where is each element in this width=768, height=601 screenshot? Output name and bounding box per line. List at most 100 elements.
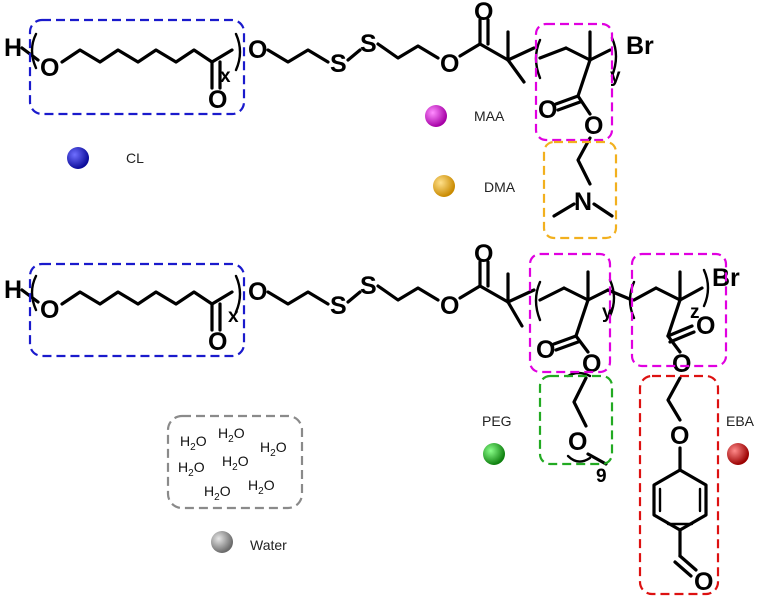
atom-o: O [474,0,493,26]
bond [576,94,592,116]
bond [606,288,634,302]
peg-box [538,374,614,466]
benzene-ring [652,468,708,532]
water-label: H2O [178,459,205,479]
bracket-close [608,278,616,318]
bond [673,560,693,578]
atom-h: H [4,276,22,304]
bond [576,58,592,98]
atom-br: Br [626,32,654,60]
cl-box [28,18,246,116]
water-label: H2O [222,453,249,473]
water-label: H2O [204,483,231,503]
bond [678,286,704,302]
atom-s: S [360,30,377,58]
bond [346,290,362,304]
methyl [506,58,526,84]
atom-o: O [670,422,689,450]
bond [678,554,698,572]
water-label: H2O [180,433,207,453]
bracket-close [566,454,592,463]
bond [654,286,682,302]
maa-box [534,22,614,142]
atom-o: O [208,86,227,114]
maa-box [528,252,612,374]
dma-box [542,140,618,240]
linker-chain [266,290,330,306]
bracket-open [30,32,38,70]
methyl [506,300,524,328]
bond [554,94,580,106]
legend: CL MAA DMA PEG EBA Water [67,105,755,553]
atom-o: O [694,568,713,596]
water-label: H2O [248,477,275,497]
linker-chain [376,284,440,302]
bond [478,284,510,304]
bond [632,286,658,302]
bond [346,48,362,62]
maa-sphere-icon [425,105,447,127]
legend-peg-label: PEG [482,413,512,429]
eba-sphere-icon [727,443,749,465]
bracket-open [534,280,542,322]
water-label: H2O [260,439,287,459]
legend-dma-label: DMA [484,179,516,195]
atom-o: O [248,36,267,64]
atom-o: O [538,96,557,124]
bond [210,48,234,64]
methyl [552,202,576,218]
bond [574,334,590,354]
bond [538,286,566,302]
bond [478,42,510,62]
cl-box [28,262,246,358]
bond [556,100,582,112]
bond [668,330,696,344]
linker-chain [266,48,330,64]
bond [586,288,610,302]
atom-o: O [40,54,59,82]
bond [586,452,608,466]
atom-s: S [360,272,377,300]
peg-sphere-icon [483,443,505,465]
top-polymer: H O O x O S S O O [4,0,654,218]
bond [562,286,590,302]
methyl [592,202,614,218]
cl-chain [60,48,214,64]
bracket-close [234,32,242,72]
bond [574,298,590,338]
dma-chain [576,136,592,186]
peg-chain [572,376,588,428]
bond [506,46,536,62]
cl-chain [60,290,214,306]
atom-s: S [330,292,347,320]
subscript-y: y [602,302,613,323]
legend-maa-label: MAA [474,108,505,124]
subscript-x: x [220,66,231,87]
atom-s: S [330,50,347,78]
bottom-polymer: H O O x O S S O O y [4,240,740,596]
water-label: H2O [218,425,245,445]
subscript-x: x [228,306,239,327]
bond [458,284,482,300]
bond [564,46,592,62]
atom-o: O [208,328,227,356]
atom-o: O [672,350,691,378]
atom-o: O [440,50,459,78]
subscript-nine: 9 [596,466,607,487]
bond [666,334,682,354]
atom-n: N [574,188,592,216]
water-box [166,414,304,510]
bond [210,290,234,306]
legend-water-label: Water [250,537,287,553]
atom-o: O [474,240,493,268]
bond [666,298,682,338]
water-molecules: H2O H2O H2O H2O H2O H2O H2O [178,425,287,503]
bond [588,48,612,62]
bond [538,46,568,60]
cl-sphere-icon [67,147,89,169]
subscript-z: z [690,302,700,323]
eba-chain [666,376,682,422]
maa-box [630,252,728,368]
